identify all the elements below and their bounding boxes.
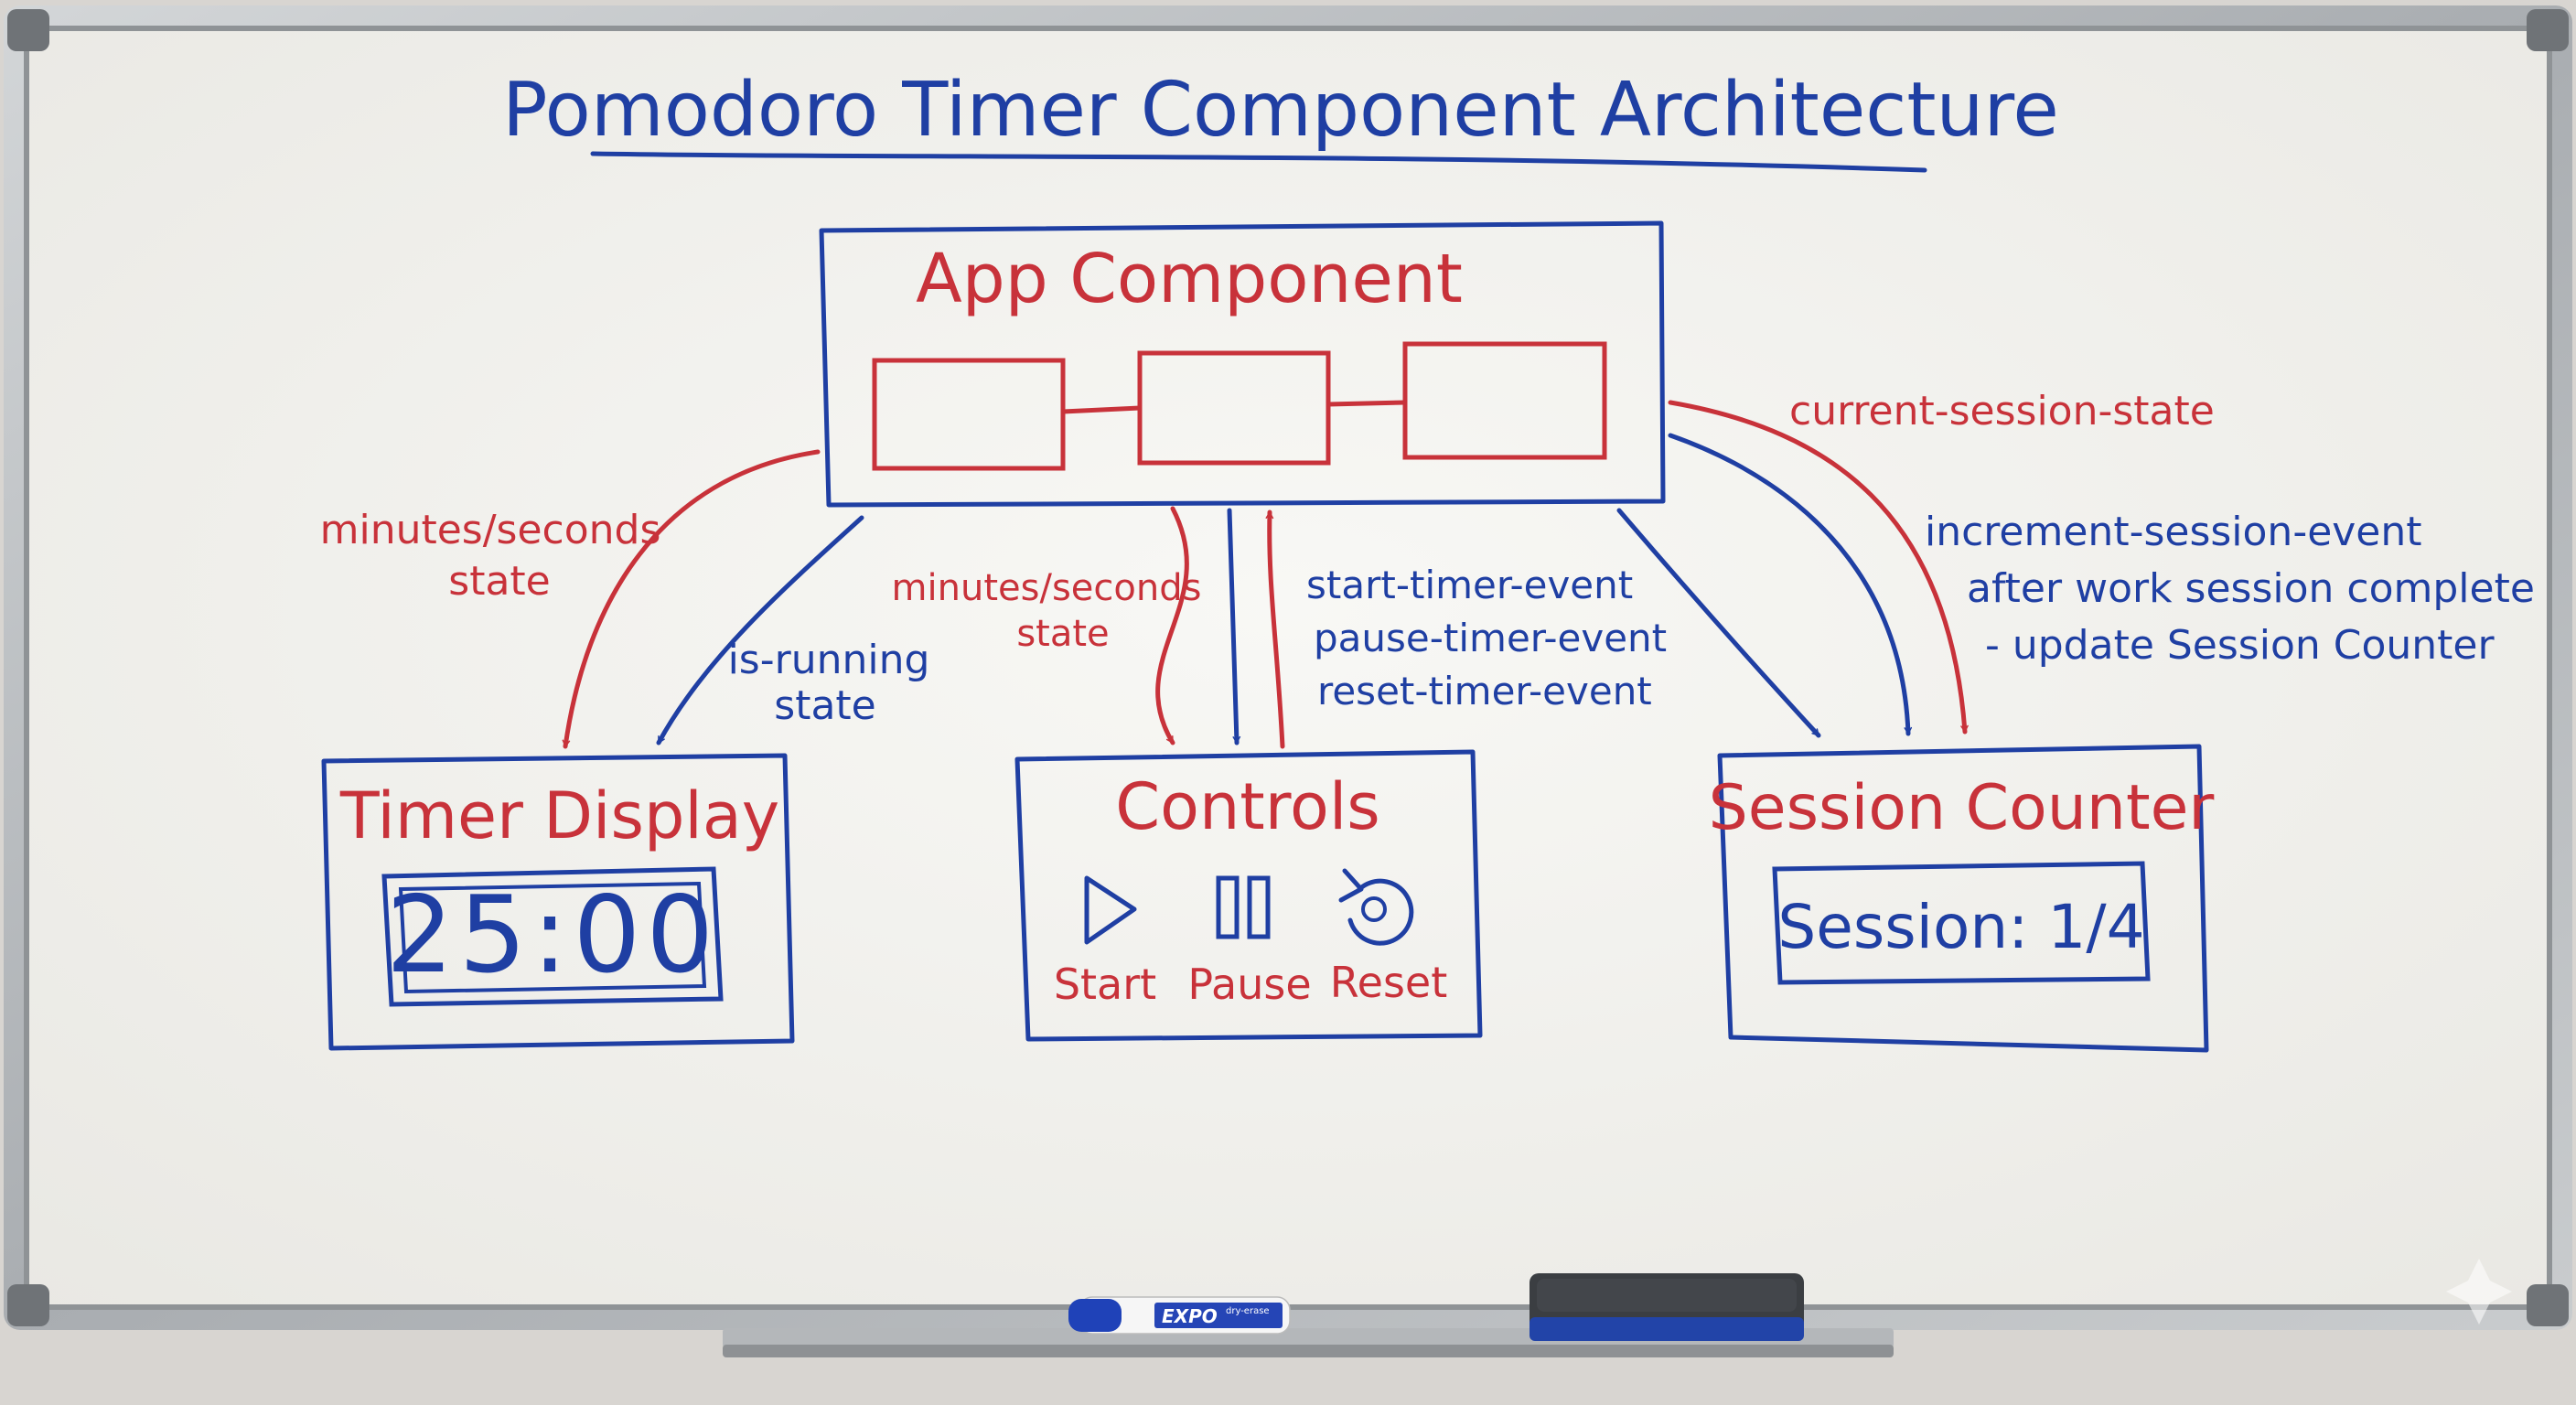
label-event-pause: pause-timer-event	[1314, 616, 1667, 660]
title-underline	[590, 151, 1927, 173]
pause-icon-bar-left[interactable]	[1216, 875, 1240, 939]
label-current-session-state: current-session-state	[1789, 388, 2215, 434]
lcd-frame-outer	[381, 866, 724, 1007]
timer-display-title: Timer Display	[339, 778, 779, 853]
label-display-minutes-2: state	[448, 558, 550, 605]
session-value-frame	[1772, 861, 2151, 985]
frame-corner-tl	[7, 9, 49, 51]
marker-cap-text: dry-erase	[1226, 1306, 1270, 1316]
edge-controls-app-events	[1265, 509, 1285, 749]
timer-display-node: Timer Display 25:00	[321, 753, 795, 1051]
label-display-running-2: state	[774, 682, 875, 729]
marker-brand: EXPO	[1162, 1305, 1218, 1327]
sparkle-icon	[2446, 1259, 2512, 1325]
edge-app-display-minutes	[562, 449, 821, 749]
app-state-link-2	[1327, 400, 1406, 407]
app-state-box-3	[1402, 341, 1607, 460]
label-controls-minutes-2: state	[1016, 613, 1109, 655]
app-component-title: App Component	[916, 240, 1463, 318]
timer-display-box	[321, 753, 795, 1051]
play-icon[interactable]	[1084, 875, 1137, 945]
app-component-node: App Component	[819, 220, 1666, 508]
marker[interactable]: EXPO dry-erase	[1068, 1296, 1291, 1335]
start-button-label[interactable]: Start	[1054, 960, 1156, 1009]
app-state-link-1	[1062, 405, 1141, 414]
label-event-start: start-timer-event	[1306, 563, 1633, 607]
marker-tray-lip	[723, 1345, 1894, 1357]
eraser[interactable]	[1530, 1273, 1804, 1341]
frame-corner-bl	[7, 1284, 49, 1326]
controls-node: Controls Start Pause Reset	[1014, 749, 1483, 1042]
session-counter-node: Session Counter Session: 1/4	[1709, 744, 2215, 1053]
session-counter-box	[1717, 744, 2209, 1053]
pause-icon-bar-right[interactable]	[1247, 875, 1271, 939]
edge-app-session-blue-1	[1616, 508, 1821, 738]
reset-icon[interactable]	[1338, 868, 1414, 946]
controls-box	[1014, 749, 1483, 1042]
session-counter-title: Session Counter	[1709, 772, 2215, 844]
reset-button-label[interactable]: Reset	[1330, 958, 1448, 1007]
lcd-frame-inner	[398, 881, 707, 994]
session-counter-value: Session: 1/4	[1777, 892, 2144, 962]
label-controls-minutes-1: minutes/seconds	[892, 567, 1202, 609]
edge-app-display-running	[656, 515, 864, 745]
label-increment-2: after work session complete	[1967, 565, 2535, 612]
edge-app-controls-down	[1227, 508, 1241, 745]
controls-title: Controls	[1115, 769, 1380, 844]
app-state-box-1	[872, 358, 1066, 471]
label-display-minutes-1: minutes/seconds	[320, 507, 661, 553]
edge-app-session-blue-2	[1668, 433, 1913, 736]
label-display-running-1: is-running	[728, 637, 930, 683]
diagram-title: Pomodoro Timer Component Architecture	[502, 67, 2059, 154]
pause-button-label[interactable]: Pause	[1187, 960, 1311, 1009]
app-component-box	[819, 220, 1666, 508]
label-increment-1: increment-session-event	[1925, 509, 2422, 555]
frame-corner-br	[2527, 1284, 2569, 1326]
label-event-reset: reset-timer-event	[1317, 669, 1652, 713]
frame-corner-tr	[2527, 9, 2569, 51]
timer-time-readout: 25:00	[386, 874, 719, 997]
edge-app-session-state	[1668, 400, 1969, 735]
edge-app-controls-minutes	[1155, 506, 1189, 745]
label-increment-3: - update Session Counter	[1985, 622, 2495, 669]
